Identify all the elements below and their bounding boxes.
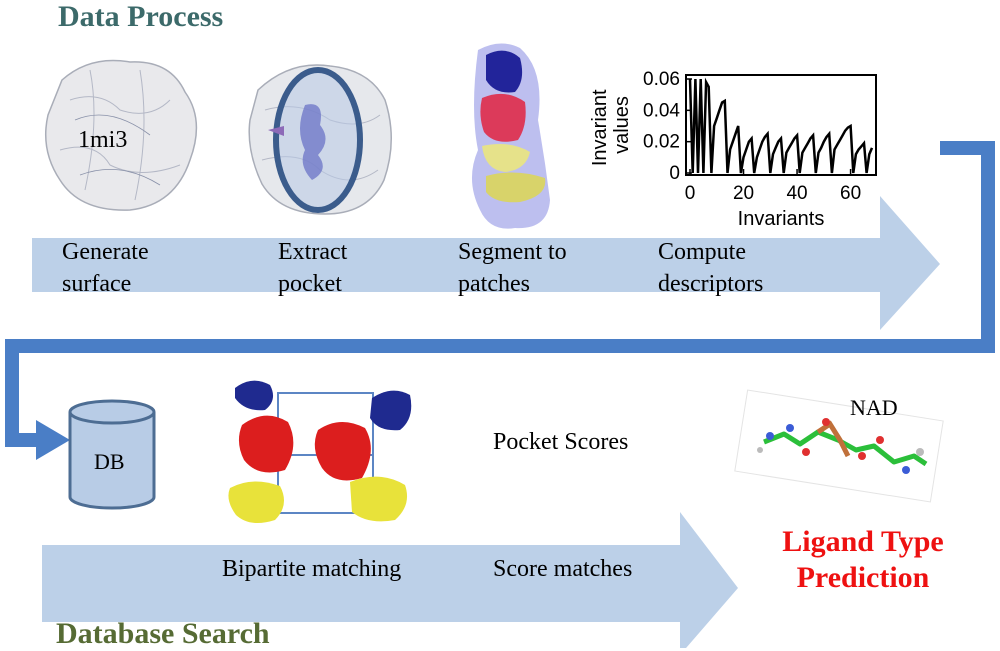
chart-y-tick-label: 0 [669, 163, 680, 184]
segmented-patches-image [471, 43, 550, 229]
pocket-scores-label: Pocket Scores [493, 429, 629, 455]
connector-line [5, 141, 995, 447]
nad-molecule-image [734, 389, 944, 503]
step-label-line: patches [458, 271, 530, 297]
process-arrow [32, 196, 940, 330]
step-extract-pocket: Extract pocket [278, 236, 347, 300]
ligand-name-label: NAD [850, 395, 898, 420]
chart-frame [685, 74, 877, 176]
bipartite-matching-label: Bipartite matching [222, 556, 402, 582]
search-arrow [42, 512, 738, 648]
chart-x-tick-label: 40 [786, 183, 807, 204]
step-label-line: descriptors [658, 271, 764, 297]
chart-y-tick-label: 0.04 [643, 100, 680, 121]
chart-x-label: Invariants [738, 208, 825, 230]
database-icon [68, 399, 156, 510]
section-title-database-search: Database Search [56, 617, 270, 650]
chart-y-tick-label: 0.02 [643, 132, 680, 153]
step-label-line: surface [62, 271, 132, 297]
pocket-extraction-image [248, 64, 392, 215]
chart-y-label-line1: Invariant [589, 89, 611, 166]
chart-y-ticks: 0 0.02 0.04 0.06 [643, 69, 692, 184]
protein-id-label: 1mi3 [78, 127, 128, 153]
chart-y-label-line2: values [611, 96, 633, 154]
chart-x-tick-label: 0 [685, 183, 696, 204]
step-segment-patches: Segment to patches [458, 236, 567, 300]
invariant-chart: 0 20 40 60 0 0.02 0.04 0.06 Invariants Invaria… [589, 69, 877, 230]
prediction-line: Ligand Type [782, 525, 944, 558]
section-title-data-process: Data Process [58, 0, 224, 33]
step-label-line: pocket [278, 271, 342, 297]
step-compute-descriptors: Compute descriptors [658, 236, 763, 300]
database-label: DB [94, 449, 125, 474]
prediction-title: Ligand Type Prediction [752, 524, 974, 596]
chart-series-line [688, 77, 874, 174]
step-label-line: Extract [278, 239, 348, 265]
connector-arrowhead [36, 420, 70, 460]
step-label-line: Compute [658, 239, 746, 265]
prediction-line: Prediction [796, 561, 930, 594]
protein-surface-image [45, 59, 198, 211]
score-matches-label: Score matches [493, 556, 633, 582]
step-label-line: Segment to [458, 239, 567, 265]
chart-y-tick-label: 0.06 [643, 69, 680, 90]
step-generate-surface: Generate surface [62, 236, 149, 300]
chart-x-ticks: 0 20 40 60 [685, 169, 861, 204]
chart-x-tick-label: 60 [840, 183, 861, 204]
chart-x-tick-label: 20 [733, 183, 754, 204]
bipartite-matching-image [228, 380, 412, 524]
step-label-line: Generate [62, 239, 149, 265]
chart-y-label: Invariant values [589, 84, 633, 166]
